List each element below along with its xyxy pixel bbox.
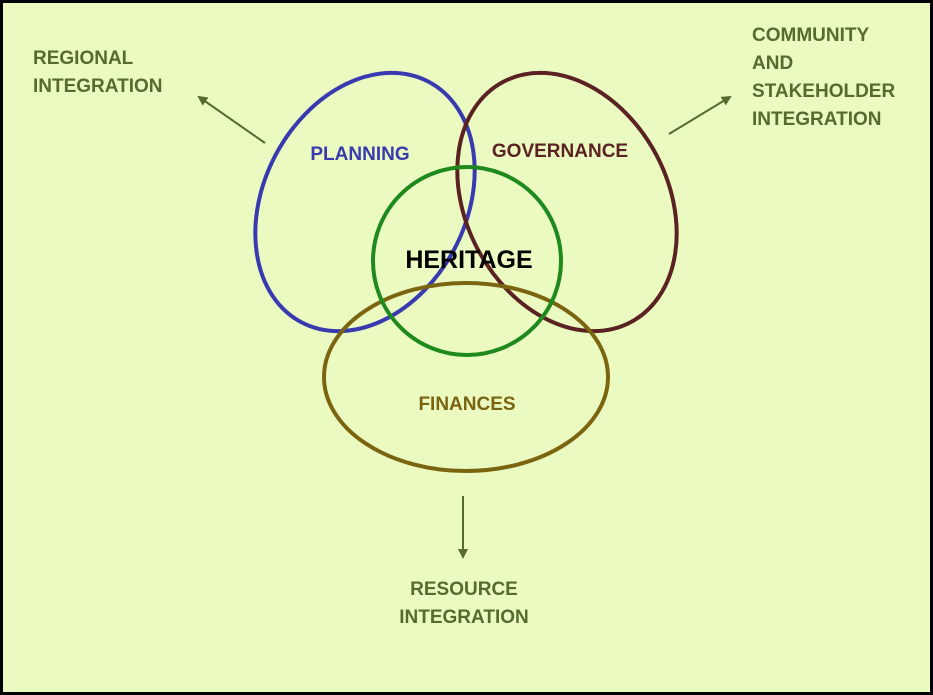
- planning-ellipse: [253, 70, 477, 334]
- community-line-2: AND: [752, 53, 794, 74]
- heritage-circle: [371, 165, 563, 357]
- arrow-community: [668, 95, 732, 135]
- governance-ellipse: [455, 70, 679, 334]
- resource-integration-label: RESOURCE INTEGRATION: [384, 576, 544, 632]
- regional-line-1: REGIONAL: [33, 48, 134, 69]
- resource-line-1: RESOURCE: [410, 579, 518, 600]
- regional-line-2: INTEGRATION: [33, 76, 163, 97]
- community-line-1: COMMUNITY: [752, 25, 870, 46]
- heritage-label: HERITAGE: [405, 246, 532, 274]
- planning-label: PLANNING: [310, 144, 409, 165]
- regional-integration-label: REGIONAL INTEGRATION: [33, 45, 162, 101]
- arrow-regional: [197, 95, 266, 144]
- governance-label: GOVERNANCE: [492, 141, 628, 162]
- community-line-3: STAKEHOLDER: [752, 81, 896, 102]
- community-line-4: INTEGRATION: [752, 109, 882, 130]
- resource-line-2: INTEGRATION: [399, 607, 529, 628]
- finances-label: FINANCES: [418, 394, 515, 415]
- community-stakeholder-integration-label: COMMUNITY AND STAKEHOLDER INTEGRATION: [752, 22, 895, 134]
- finances-ellipse: [322, 281, 610, 473]
